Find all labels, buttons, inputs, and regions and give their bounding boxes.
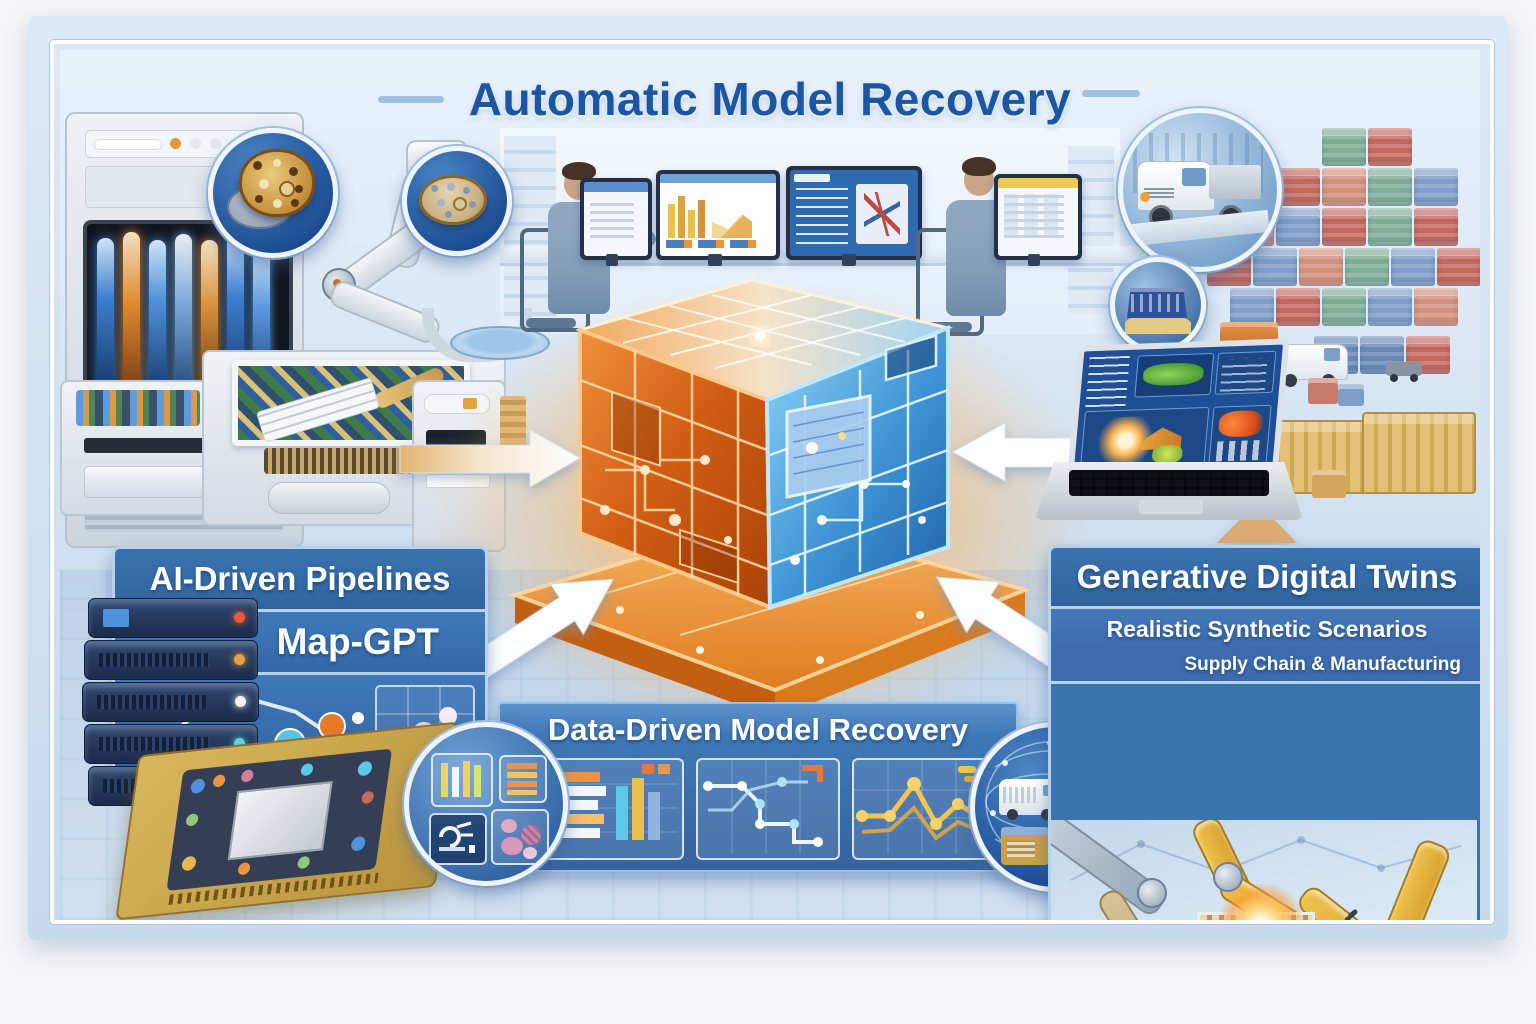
crate-floor	[1125, 314, 1191, 334]
trackpad	[1139, 500, 1203, 514]
button-pill	[424, 394, 490, 414]
status-dot-orange	[170, 138, 181, 149]
monitor-icon	[786, 166, 922, 260]
timber-crate-icon	[1362, 412, 1476, 494]
sample-vial-icon	[149, 240, 166, 388]
monitor-icon	[994, 174, 1082, 260]
monitor-icon	[656, 170, 780, 260]
chip-die	[227, 780, 333, 861]
wafer-disc	[419, 175, 487, 225]
crate-icon	[1110, 257, 1206, 353]
illustration-scene: AI-Driven Pipelines Map-GPT	[60, 50, 1480, 920]
drone-vehicle-icon	[1386, 360, 1424, 382]
monitor-stand	[708, 254, 722, 266]
orange-button	[463, 398, 477, 409]
pipeline-machine-icon	[412, 380, 506, 552]
frame-inner-line	[50, 40, 1494, 924]
chip-pcb	[166, 748, 393, 891]
bar-chart-icon	[431, 753, 493, 807]
robot-welder-icon	[1051, 820, 1477, 920]
laptop-base	[1035, 462, 1303, 520]
weld-spark-icon	[1219, 884, 1303, 920]
cell-blobs-icon	[491, 809, 549, 865]
truck-rear-icon	[1001, 827, 1049, 865]
twins-panel-subtitle: Realistic Synthetic Scenarios	[1051, 609, 1480, 649]
delivery-truck-icon	[1118, 108, 1282, 272]
wafer-disc	[239, 149, 315, 217]
status-dot	[190, 138, 201, 149]
qr-glyph-icon	[429, 813, 487, 865]
weld-cable	[1344, 909, 1358, 920]
truck-bed	[1209, 165, 1261, 199]
chart-tile-icon	[696, 758, 840, 860]
twins-panel-caption: Supply Chain & Manufacturing	[1051, 649, 1480, 684]
twins-panel: Generative Digital Twins Realistic Synth…	[1048, 545, 1480, 920]
scanner-bar	[264, 448, 414, 474]
twins-panel-title: Generative Digital Twins	[1051, 548, 1480, 609]
page-title: Automatic Model Recovery	[468, 73, 1072, 125]
recovery-band-title: Data-Driven Model Recovery	[547, 712, 969, 747]
keyboard	[1069, 470, 1269, 496]
dark-grill	[426, 430, 486, 456]
monitor-stand	[1028, 254, 1040, 266]
analytics-inset-icon	[404, 722, 568, 886]
sample-vial-icon	[123, 232, 140, 392]
feed-slot	[84, 438, 210, 453]
sample-vial-icon	[175, 234, 192, 392]
sample-vial-icon	[97, 238, 114, 388]
specimen-disc-icon	[402, 146, 512, 256]
laptop-icon	[1035, 338, 1303, 522]
status-pill	[94, 139, 162, 150]
monitor-stand	[606, 254, 618, 266]
monitor-icon	[580, 178, 652, 260]
specimen-card	[76, 390, 200, 426]
parcel-icon	[1312, 470, 1346, 498]
vent-strip	[500, 396, 526, 466]
truck-cab	[1137, 161, 1215, 211]
specimen-disc-icon	[208, 128, 338, 258]
title-dash	[1082, 90, 1140, 97]
roller	[268, 482, 390, 514]
slot	[426, 474, 490, 488]
stacked-bars-icon	[499, 755, 547, 803]
parcel-icon	[1338, 384, 1364, 406]
blue-crate	[1127, 288, 1187, 318]
monitor-stand	[842, 254, 856, 266]
parcel-icon	[1308, 378, 1338, 404]
recovery-band: Data-Driven Model Recovery	[498, 702, 1018, 872]
status-dot	[210, 138, 221, 149]
title-dash	[378, 96, 444, 103]
